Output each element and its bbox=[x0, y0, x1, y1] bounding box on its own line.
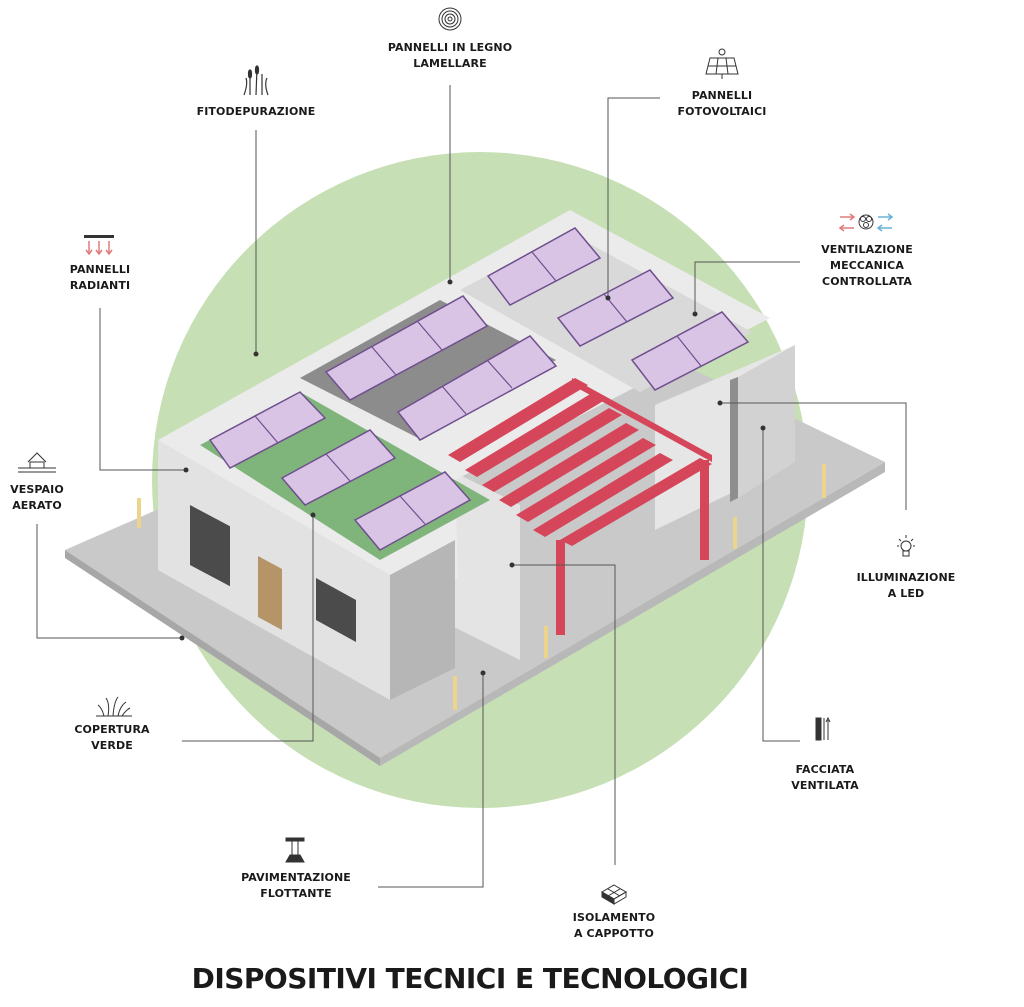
leader-led bbox=[720, 402, 907, 510]
leader-lines bbox=[36, 85, 907, 888]
label-facciata-ventilata: FACCIATA VENTILATA bbox=[791, 763, 859, 792]
light-bulb-icon bbox=[897, 535, 915, 557]
leader-facciata bbox=[762, 428, 800, 742]
label-ventilazione: VENTILAZIONE MECCANICA CONTROLLATA bbox=[821, 243, 913, 288]
label-pavimentazione-flottante: PAVIMENTAZIONE FLOTTANTE bbox=[241, 871, 351, 900]
leader-vespaio bbox=[36, 524, 182, 639]
leader-pavimentazione bbox=[378, 673, 484, 888]
ventilation-fan-icon bbox=[838, 213, 894, 232]
window-left bbox=[190, 505, 230, 587]
house-foundation-icon bbox=[18, 452, 56, 473]
floor-pedestal-icon bbox=[285, 837, 305, 863]
label-vespaio-aerato: VESPAIO AERATO bbox=[10, 483, 64, 512]
leader-radianti bbox=[99, 308, 186, 471]
page-title: DISPOSITIVI TECNICI E TECNOLOGICI bbox=[191, 962, 749, 995]
window-right bbox=[316, 578, 356, 642]
leader-fotovoltaici bbox=[607, 97, 660, 298]
reeds-icon bbox=[243, 65, 269, 96]
solar-panel-icon bbox=[705, 48, 739, 79]
leader-ventilazione bbox=[694, 261, 800, 314]
support-pillars bbox=[137, 464, 826, 710]
front-left-block bbox=[158, 440, 455, 700]
grass-icon bbox=[96, 696, 132, 717]
label-fitodepurazione: FITODEPURAZIONE bbox=[196, 105, 316, 118]
leader-dots bbox=[179, 279, 766, 676]
label-copertura-verde: COPERTURA VERDE bbox=[74, 723, 150, 752]
pergola bbox=[448, 378, 712, 635]
solar-panels bbox=[208, 227, 750, 551]
label-isolamento-cappotto: ISOLAMENTO A CAPPOTTO bbox=[572, 911, 656, 940]
radiant-panel-icon bbox=[84, 235, 114, 256]
label-pannelli-legno: PANNELLI IN LEGNO LAMELLARE bbox=[387, 41, 513, 70]
label-illuminazione-led: ILLUMINAZIONE A LED bbox=[856, 571, 956, 600]
back-right-block bbox=[655, 345, 795, 530]
wood-rings-icon bbox=[438, 7, 462, 31]
label-pannelli-radianti: PANNELLI RADIANTI bbox=[69, 263, 131, 292]
solar-panel-dividers bbox=[254, 251, 702, 525]
ventilated-facade-icon bbox=[815, 716, 831, 741]
leader-isolamento bbox=[512, 564, 616, 865]
label-pannelli-fotovoltaici: PANNELLI FOTOVOLTAICI bbox=[677, 89, 767, 118]
door bbox=[258, 556, 282, 630]
leader-copertura bbox=[182, 515, 314, 742]
insulation-block-icon bbox=[601, 884, 627, 905]
roof-gray bbox=[300, 300, 556, 440]
